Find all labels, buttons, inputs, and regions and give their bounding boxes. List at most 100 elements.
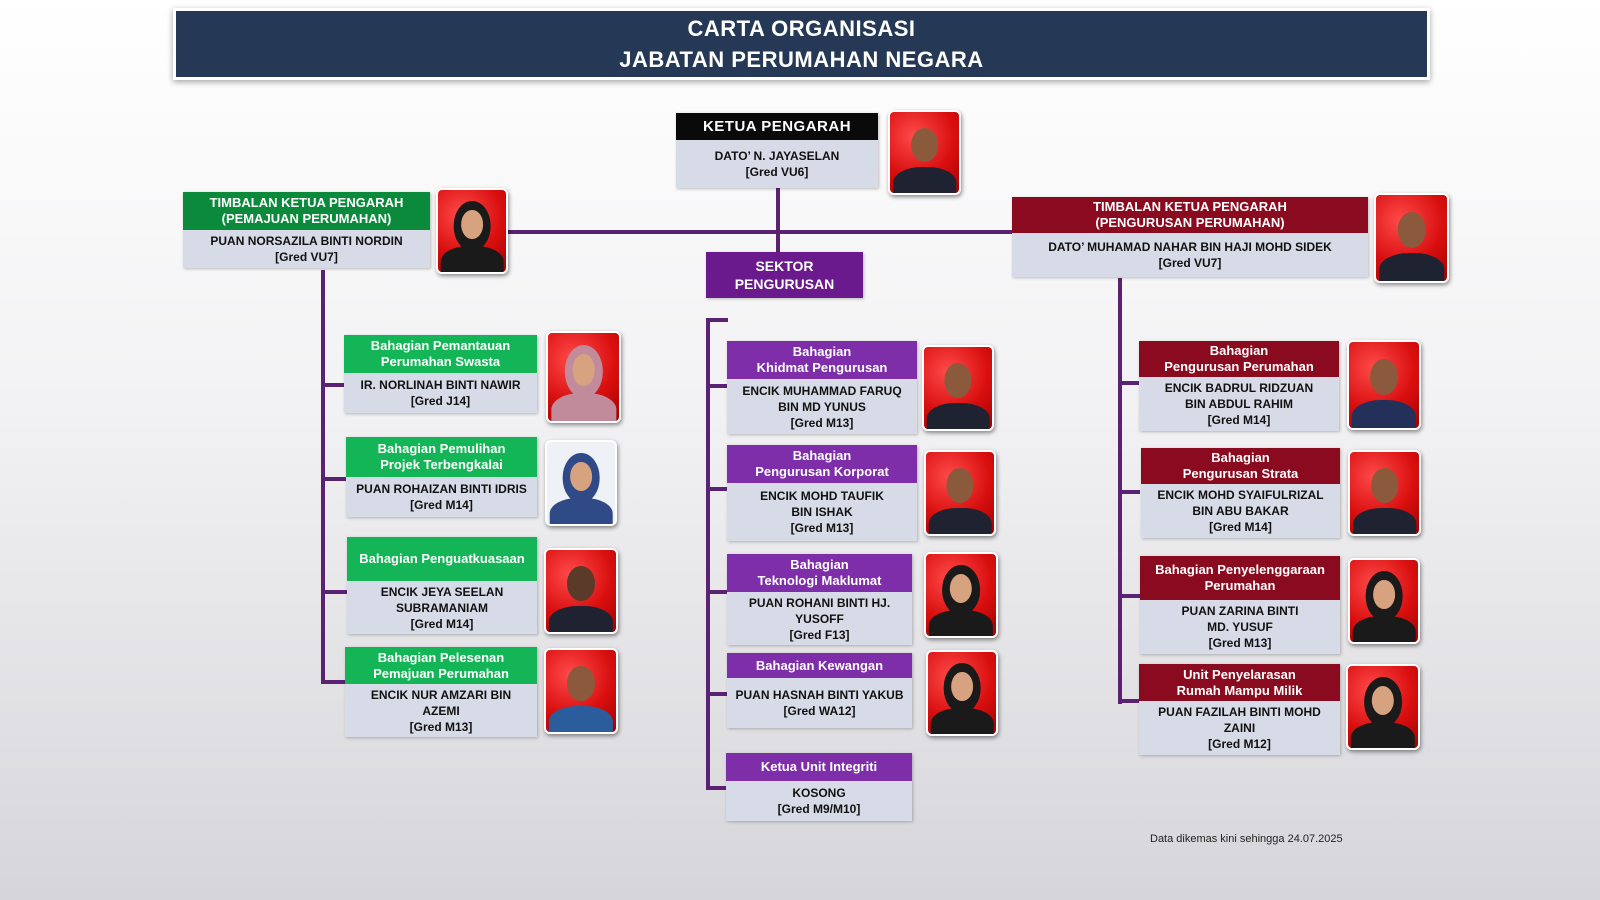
- photo-body: [550, 392, 617, 421]
- unit-photo-right-2: [1348, 450, 1421, 536]
- unit-header-line2: Pengurusan Strata: [1182, 466, 1299, 481]
- unit-officer-name-line2: BIN MD YUNUS: [778, 399, 866, 414]
- unit-officer-name-line2: MD. YUSUF: [1207, 620, 1273, 634]
- tkp-pemajuan-role: TIMBALAN KETUA PENGARAH (PEMAJUAN PERUMA…: [183, 192, 430, 230]
- unit-box-left-3: Bahagian Penguatkuasaan ENCIK JEYA SEELA…: [347, 537, 537, 634]
- photo-head: [567, 566, 595, 601]
- unit-header-line1: Bahagian: [790, 557, 849, 572]
- unit-box-mid-4: Bahagian Kewangan PUAN HASNAH BINTI YAKU…: [727, 653, 912, 728]
- unit-photo-right-3: [1348, 558, 1420, 644]
- ketua-pengarah-photo: [888, 110, 961, 195]
- unit-header-line2: Rumah Mampu Milik: [1176, 682, 1303, 698]
- photo-body: [930, 707, 994, 734]
- unit-photo-mid-1: [922, 345, 994, 431]
- unit-header-line2: Khidmat Pengurusan: [756, 360, 888, 375]
- last-updated-note: Data dikemas kini sehingga 24.07.2025: [1150, 833, 1343, 845]
- chart-title-line1: CARTA ORGANISASI: [687, 16, 916, 41]
- tkp-pemajuan-role-line1: TIMBALAN KETUA PENGARAH: [209, 195, 404, 210]
- tkp-pemajuan-photo-body: [440, 245, 504, 272]
- ketua-pengarah-grade: [Gred VU6]: [745, 165, 809, 179]
- connector-mid-horizontal: [706, 318, 728, 322]
- sektor-pengurusan-box: SEKTOR PENGURUSAN: [706, 252, 863, 298]
- sektor-pengurusan-line1: SEKTOR: [755, 258, 814, 274]
- photo-head: [567, 666, 595, 701]
- unit-box-left-2: Bahagian Pemulihan Projek Terbengkalai P…: [346, 437, 537, 517]
- unit-header: Ketua Unit Integriti: [726, 753, 912, 781]
- tkp-pengurusan-photo-head: [1397, 212, 1426, 249]
- tkp-pengurusan-box: TIMBALAN KETUA PENGARAH (PENGURUSAN PERU…: [1012, 197, 1368, 277]
- unit-body: PUAN ROHAIZAN BINTI IDRIS [Gred M14]: [346, 477, 537, 517]
- tkp-pemajuan-photo-face: [461, 209, 483, 240]
- unit-officer-name: ENCIK MUHAMMAD FARUQ: [742, 383, 902, 398]
- connector-mid-branch-1: [706, 384, 728, 388]
- photo-body: [548, 705, 614, 732]
- photo-face: [570, 461, 592, 492]
- unit-officer-name-line2: SUBRAMANIAM: [396, 600, 488, 615]
- sektor-pengurusan-label: SEKTOR PENGURUSAN: [706, 252, 863, 298]
- tkp-pemajuan-box: TIMBALAN KETUA PENGARAH (PEMAJUAN PERUMA…: [183, 192, 430, 268]
- unit-officer-grade: [Gred M13]: [1208, 636, 1272, 650]
- unit-officer-grade: [Gred M13]: [790, 415, 854, 430]
- connector-mid-vertical: [706, 318, 710, 790]
- unit-body: PUAN ZARINA BINTI MD. YUSUF [Gred M13]: [1140, 600, 1340, 654]
- unit-box-right-1: Bahagian Pengurusan Perumahan ENCIK BADR…: [1139, 341, 1339, 431]
- unit-header-line1: Unit Penyelarasan: [1183, 666, 1296, 682]
- unit-photo-mid-3: [924, 552, 998, 638]
- tkp-pemajuan-role-line2: (PEMAJUAN PERUMAHAN): [221, 211, 392, 226]
- unit-header-line1: Bahagian: [792, 448, 852, 463]
- ketua-pengarah-photo-head: [910, 128, 939, 163]
- unit-body: ENCIK MOHD TAUFIK BIN ISHAK [Gred M13]: [727, 483, 917, 541]
- unit-officer-name: ENCIK BADRUL RIDZUAN: [1164, 381, 1314, 395]
- photo-body: [926, 402, 990, 429]
- unit-officer-name: PUAN ROHAIZAN BINTI IDRIS: [356, 482, 527, 496]
- tkp-pengurusan-role: TIMBALAN KETUA PENGARAH (PENGURUSAN PERU…: [1012, 197, 1368, 233]
- unit-body: ENCIK BADRUL RIDZUAN BIN ABDUL RAHIM [Gr…: [1139, 377, 1339, 431]
- photo-body: [928, 609, 994, 636]
- unit-header: Bahagian Penguatkuasaan: [347, 537, 537, 581]
- unit-officer-name-line2: BIN ABU BAKAR: [1192, 504, 1289, 518]
- unit-header: Bahagian Kewangan: [727, 653, 912, 678]
- tkp-pemajuan-grade: [Gred VU7]: [275, 250, 338, 264]
- unit-officer-name: KOSONG: [792, 786, 846, 800]
- connector-right-branch-2: [1118, 490, 1140, 494]
- unit-photo-left-4: [544, 648, 618, 734]
- unit-header-line2: Teknologi Maklumat: [757, 573, 882, 588]
- tkp-pengurusan-name: DATO’ MUHAMAD NAHAR BIN HAJI MOHD SIDEK: [1048, 240, 1332, 254]
- connector-ketua-down: [776, 188, 780, 253]
- unit-header-line1: Bahagian Penyelenggaraan: [1155, 562, 1325, 577]
- photo-body: [1352, 615, 1416, 642]
- unit-officer-name: ENCIK JEYA SEELAN: [380, 584, 504, 599]
- photo-body: [548, 605, 614, 632]
- unit-officer-name: PUAN ZARINA BINTI: [1181, 604, 1299, 618]
- photo-head: [946, 468, 974, 503]
- connector-mid-branch-3: [706, 590, 728, 594]
- unit-box-right-2: Bahagian Pengurusan Strata ENCIK MOHD SY…: [1141, 448, 1340, 538]
- unit-photo-right-4: [1346, 664, 1420, 750]
- unit-box-left-4: Bahagian Pelesenan Pemajuan Perumahan EN…: [345, 647, 537, 737]
- unit-officer-name: ENCIK MOHD SYAIFULRIZAL: [1157, 488, 1324, 502]
- photo-head: [944, 363, 972, 398]
- photo-face: [1373, 579, 1395, 610]
- unit-officer-grade: [Gred M13]: [409, 719, 473, 734]
- unit-photo-left-2: [545, 440, 617, 526]
- tkp-pemajuan-name: PUAN NORSAZILA BINTI NORDIN: [210, 234, 403, 248]
- unit-header-line1: Bahagian: [792, 344, 852, 359]
- unit-header-line2: Projek Terbengkalai: [380, 457, 503, 472]
- unit-body: PUAN ROHANI BINTI HJ. YUSOFF [Gred F13]: [727, 592, 912, 645]
- tkp-pemajuan-info: PUAN NORSAZILA BINTI NORDIN [Gred VU7]: [183, 230, 430, 268]
- unit-officer-grade: [Gred F13]: [789, 627, 850, 642]
- unit-officer-name: PUAN FAZILAH BINTI MOHD: [1158, 705, 1321, 719]
- unit-body: ENCIK JEYA SEELAN SUBRAMANIAM [Gred M14]: [347, 581, 537, 634]
- photo-head: [1370, 468, 1399, 503]
- unit-officer-grade: [Gred M14]: [410, 498, 473, 512]
- connector-right-branch-3: [1118, 594, 1140, 598]
- unit-photo-mid-4: [926, 650, 998, 736]
- unit-header: Bahagian Pemantauan Perumahan Swasta: [344, 335, 537, 373]
- unit-body: ENCIK MOHD SYAIFULRIZAL BIN ABU BAKAR [G…: [1141, 484, 1340, 538]
- ketua-pengarah-info: DATO’ N. JAYASELAN [Gred VU6]: [676, 140, 878, 188]
- unit-header: Unit Penyelarasan Rumah Mampu Milik: [1139, 664, 1340, 701]
- photo-head: [1370, 359, 1398, 396]
- photo-body: [1350, 721, 1416, 748]
- ketua-pengarah-role: KETUA PENGARAH: [676, 113, 878, 140]
- unit-header: Bahagian Penyelenggaraan Perumahan: [1140, 556, 1340, 600]
